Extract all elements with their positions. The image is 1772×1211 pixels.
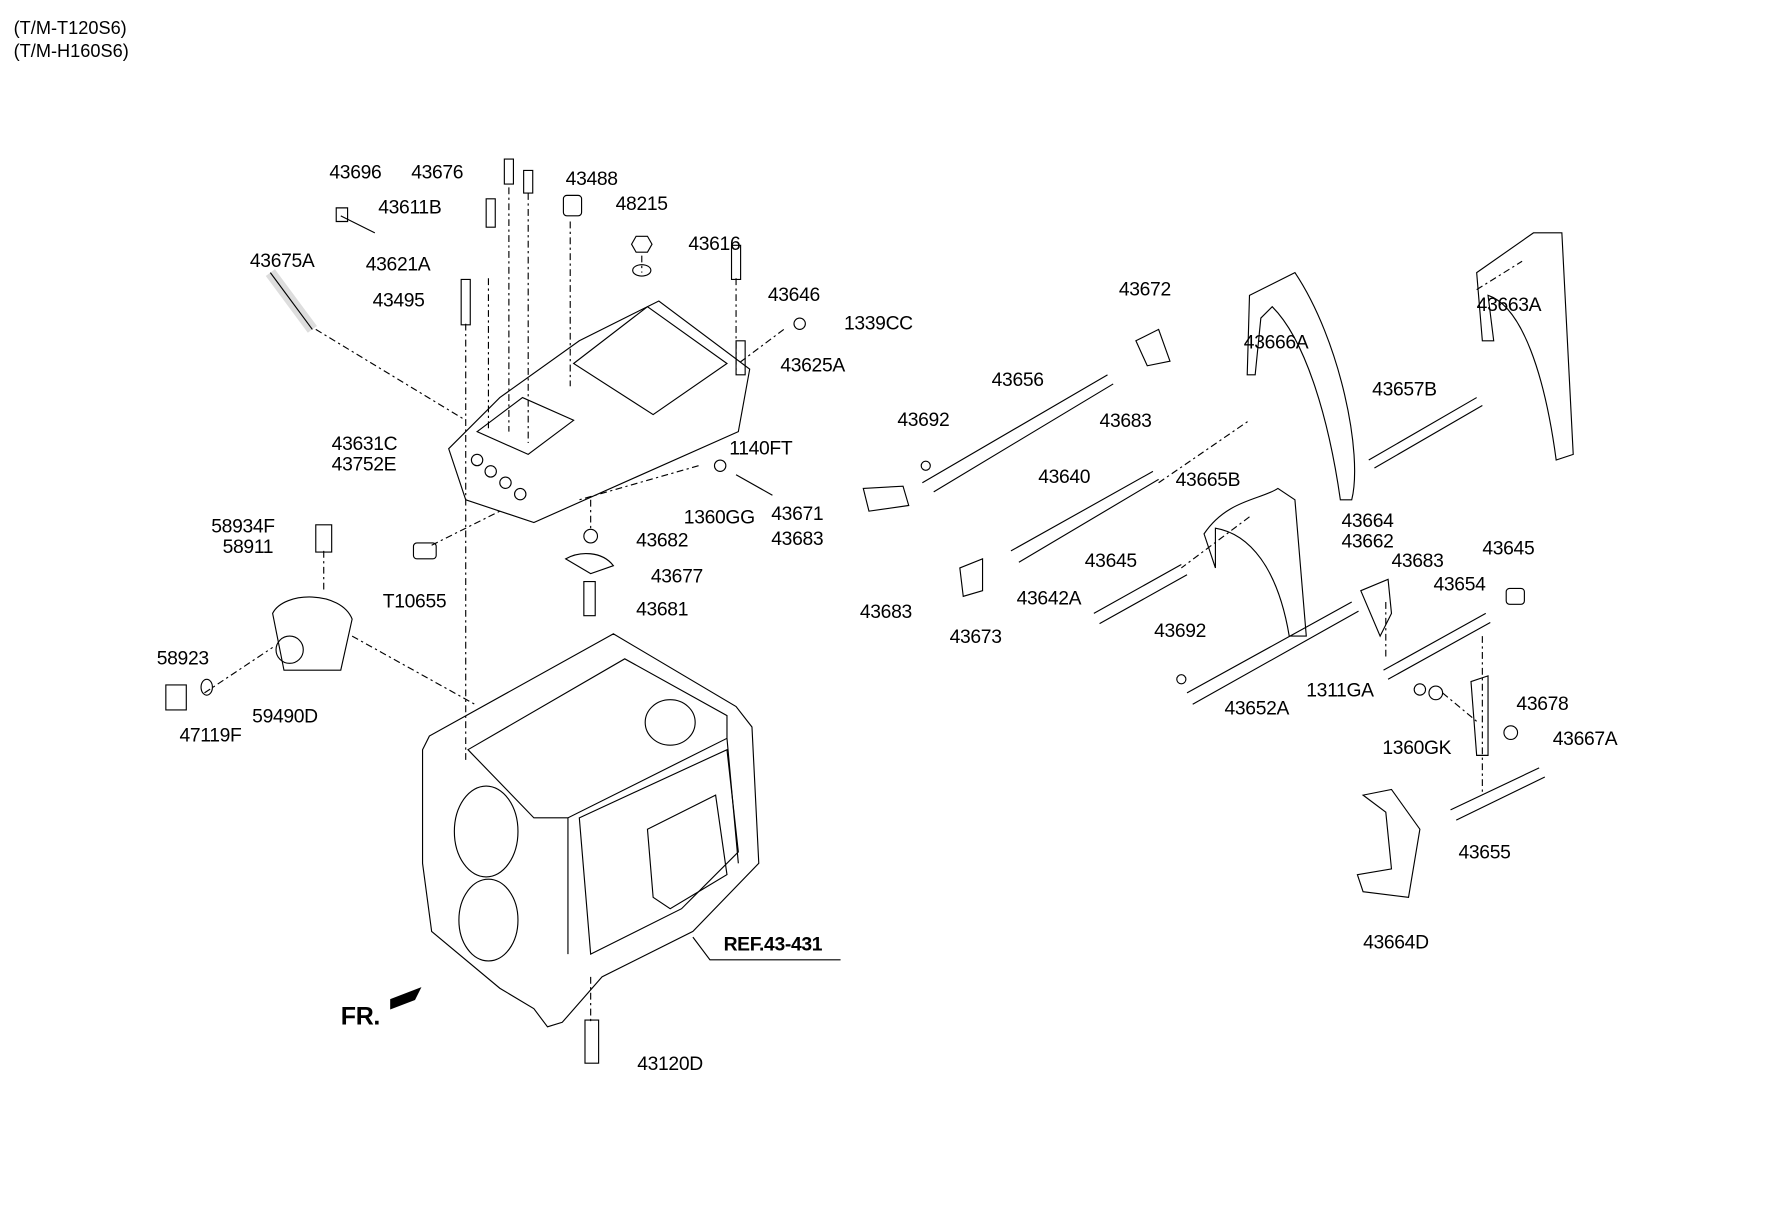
part-label[interactable]: 43683 — [1099, 410, 1152, 432]
part-label[interactable]: 1311GA — [1306, 679, 1374, 701]
part-label[interactable]: 43120D — [637, 1052, 703, 1075]
part-label[interactable]: 43677 — [650, 565, 703, 588]
part-label[interactable]: 43664 — [1341, 510, 1394, 532]
part-label[interactable]: 47119F — [179, 724, 242, 747]
part-label[interactable]: 43642A — [1016, 587, 1082, 609]
part-label[interactable]: 58923 — [156, 647, 209, 670]
part-label[interactable]: 43616 — [688, 232, 741, 255]
part-label[interactable]: 1339CC — [843, 312, 913, 334]
part-label[interactable]: 43662 — [1341, 530, 1394, 553]
part-label[interactable]: T10655 — [382, 590, 447, 613]
part-label[interactable]: 43657B — [1372, 378, 1437, 400]
part-label[interactable]: 58911 — [222, 536, 274, 558]
part-label[interactable]: 1360GK — [1382, 737, 1452, 759]
part-label[interactable]: 43673 — [949, 625, 1002, 648]
top-cover — [449, 265, 750, 523]
model-label: (T/M-H160S6) — [13, 42, 129, 62]
part-label[interactable]: 58934F — [211, 515, 275, 538]
part-label[interactable]: 43692 — [897, 408, 950, 431]
part-label[interactable]: 43676 — [411, 161, 464, 183]
part-label[interactable]: 43672 — [1118, 278, 1171, 300]
model-label: (T/M-T120S6) — [13, 19, 127, 39]
part-label[interactable]: 43625A — [780, 354, 845, 376]
fasteners — [166, 159, 841, 1063]
part-label[interactable]: 43683 — [1391, 549, 1444, 572]
part-label[interactable]: 1140FT — [729, 437, 793, 459]
part-label[interactable]: 43654 — [1433, 573, 1486, 596]
transmission-case — [423, 634, 759, 1027]
part-label[interactable]: 43488 — [565, 168, 618, 190]
part-label[interactable]: 43495 — [372, 289, 425, 312]
part-label[interactable]: 43621A — [365, 253, 431, 275]
part-label[interactable]: 43663A — [1476, 294, 1542, 316]
reference-link[interactable]: REF.43-431 — [723, 933, 823, 956]
part-label[interactable]: 43752E — [331, 453, 397, 475]
part-label[interactable]: 43682 — [636, 529, 689, 551]
front-direction-label: FR. — [340, 1001, 381, 1031]
part-label[interactable]: 48215 — [615, 193, 668, 215]
part-label[interactable]: 43631C — [331, 432, 398, 455]
part-label[interactable]: 43656 — [991, 369, 1044, 391]
part-label[interactable]: 43683 — [859, 600, 912, 623]
part-label[interactable]: 43692 — [1154, 620, 1207, 642]
part-label[interactable]: 43652A — [1224, 697, 1290, 720]
part-label[interactable]: 43667A — [1552, 728, 1618, 750]
part-label[interactable]: 43696 — [329, 161, 382, 183]
part-label[interactable]: 43665B — [1175, 469, 1241, 491]
part-label[interactable]: 43646 — [767, 283, 820, 306]
part-label[interactable]: 43681 — [636, 598, 689, 621]
part-label[interactable]: 43664D — [1363, 931, 1429, 954]
part-label[interactable]: 43655 — [1458, 841, 1511, 864]
assembly-lines — [204, 187, 1522, 1022]
part-label[interactable]: 59490D — [252, 705, 318, 727]
shift-rails — [921, 375, 1545, 820]
part-label[interactable]: 43640 — [1038, 465, 1091, 488]
part-label[interactable]: 43683 — [771, 528, 824, 550]
part-label[interactable]: 43645 — [1084, 549, 1137, 572]
part-label[interactable]: 43645 — [1482, 537, 1535, 559]
part-label[interactable]: 43666A — [1243, 331, 1309, 354]
part-label[interactable]: 43678 — [1516, 692, 1569, 715]
part-label[interactable]: 43671 — [771, 503, 824, 525]
part-label[interactable]: 43611B — [378, 196, 442, 219]
shift-forks — [863, 233, 1573, 898]
part-label[interactable]: 1360GG — [683, 506, 755, 529]
part-label[interactable]: 43675A — [249, 249, 315, 272]
